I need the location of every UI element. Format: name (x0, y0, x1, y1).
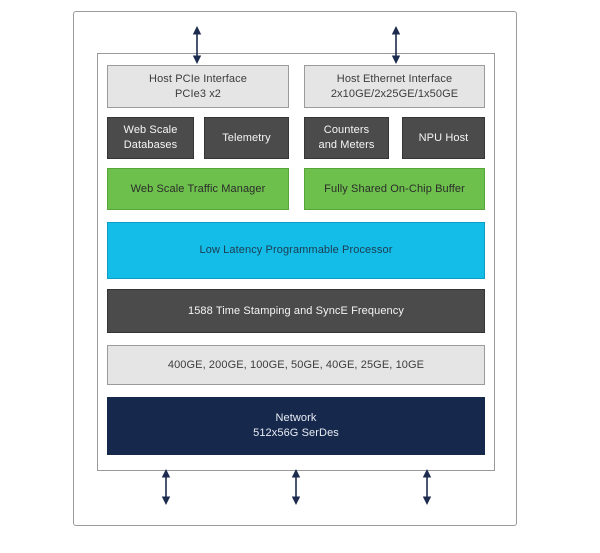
fully-shared-on-chip-buffer-label: Fully Shared On-Chip Buffer (324, 182, 465, 195)
fully-shared-on-chip-buffer-block: Fully Shared On-Chip Buffer (304, 168, 485, 210)
counters-label-line1: Counters (323, 124, 370, 137)
network-bidirectional-arrow-center-icon (291, 469, 301, 505)
web-scale-databases-label-line1: Web Scale (123, 124, 178, 137)
npu-host-block: NPU Host (402, 117, 485, 159)
network-bidirectional-arrow-left-icon (161, 469, 171, 505)
npu-host-label: NPU Host (418, 131, 469, 144)
telemetry-label: Telemetry (222, 131, 271, 144)
host-ethernet-interface-block: Host Ethernet Interface 2x10GE/2x25GE/1x… (304, 65, 485, 108)
web-scale-traffic-manager-label: Web Scale Traffic Manager (130, 182, 266, 195)
ethernet-speeds-label: 2x10GE/2x25GE/1x50GE (330, 87, 459, 100)
time-stamping-synce-block: 1588 Time Stamping and SyncE Frequency (107, 289, 485, 333)
web-scale-traffic-manager-block: Web Scale Traffic Manager (107, 168, 289, 210)
serdes-label: 512x56G SerDes (253, 427, 339, 439)
web-scale-databases-block: Web Scale Databases (107, 117, 194, 159)
telemetry-block: Telemetry (204, 117, 289, 159)
ethernet-bidirectional-arrow-icon (391, 26, 401, 64)
low-latency-programmable-processor-block: Low Latency Programmable Processor (107, 222, 485, 279)
port-speeds-block: 400GE, 200GE, 100GE, 50GE, 40GE, 25GE, 1… (107, 345, 485, 385)
network-bidirectional-arrow-right-icon (422, 469, 432, 505)
web-scale-databases-label-line2: Databases (123, 139, 178, 151)
counters-label-line2: and Meters (318, 139, 375, 151)
host-pcie-interface-block: Host PCIe Interface PCIe3 x2 (107, 65, 289, 108)
counters-and-meters-block: Counters and Meters (304, 117, 389, 159)
pcie3-x2-label: PCIe3 x2 (174, 87, 222, 100)
time-stamping-synce-label: 1588 Time Stamping and SyncE Frequency (188, 304, 404, 317)
network-label: Network (275, 412, 317, 425)
host-pcie-interface-label: Host PCIe Interface (149, 72, 247, 85)
pcie-bidirectional-arrow-icon (192, 26, 202, 64)
port-speeds-label: 400GE, 200GE, 100GE, 50GE, 40GE, 25GE, 1… (167, 358, 425, 371)
host-ethernet-interface-label: Host Ethernet Interface (336, 72, 453, 85)
network-serdes-block: Network 512x56G SerDes (107, 397, 485, 455)
low-latency-programmable-processor-label: Low Latency Programmable Processor (199, 244, 393, 257)
